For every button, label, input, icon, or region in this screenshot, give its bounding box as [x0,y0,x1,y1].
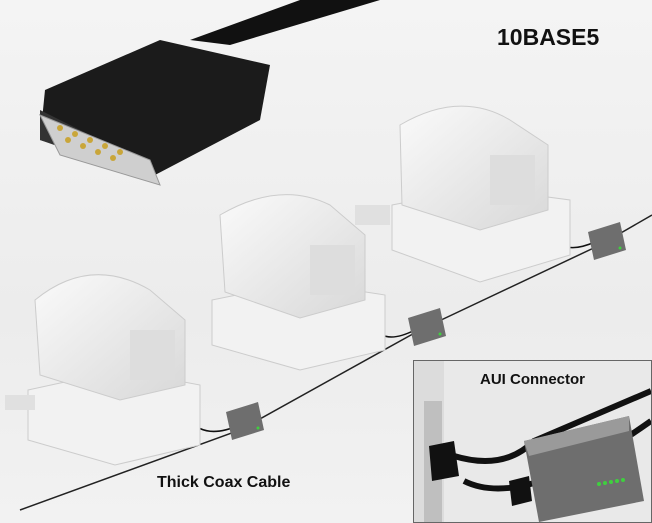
aui-connector-inset [413,360,652,523]
transceiver-1 [226,402,264,440]
transceiver-2 [408,308,446,346]
transceiver-3 [588,222,626,260]
coax-cable-label: Thick Coax Cable [157,474,291,491]
computer-3 [355,105,571,283]
computer-2 [211,194,386,371]
aui-connector-plug [38,0,380,186]
diagram-title: 10BASE5 [497,24,600,50]
computer-1 [5,274,201,466]
inset-canvas [414,361,651,522]
aui-connector-label: AUI Connector [480,371,585,388]
